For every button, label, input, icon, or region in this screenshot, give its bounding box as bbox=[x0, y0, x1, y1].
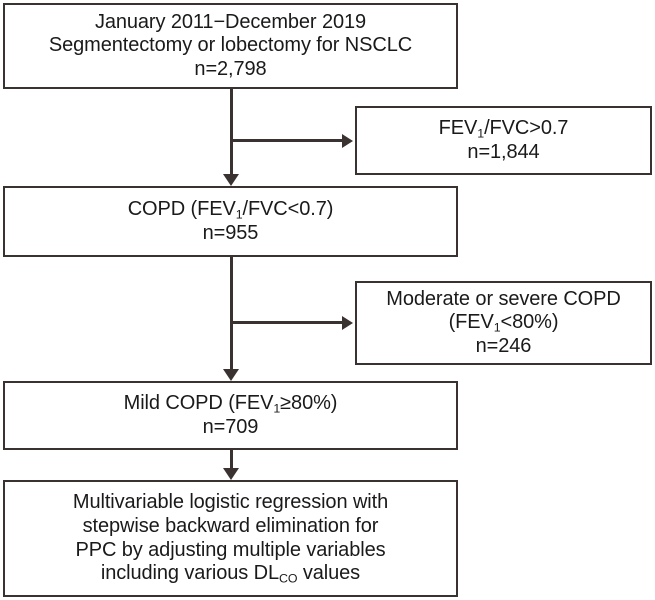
node-copd: COPD (FEV1/FVC<0.7) n=955 bbox=[3, 186, 458, 257]
analysis-line-4-label: including various DLCO values bbox=[100, 562, 361, 586]
moderate-severe-title-label: Moderate or severe COPD bbox=[386, 287, 621, 310]
analysis-line-2-label: stepwise backward elimination for bbox=[82, 514, 379, 537]
normal-ratio-criterion-label: FEV1/FVC>0.7 bbox=[438, 116, 569, 141]
subscript-co: CO bbox=[279, 571, 298, 586]
subscript-one: 1 bbox=[273, 401, 281, 416]
connector-copd-to-mild-copd bbox=[230, 257, 233, 370]
arrow-right-icon bbox=[342, 316, 353, 330]
mild-copd-criterion-label: Mild COPD (FEV1≥80%) bbox=[123, 391, 338, 416]
arrow-down-icon bbox=[223, 369, 239, 381]
node-moderate-or-severe-copd: Moderate or severe COPD (FEV1<80%) n=246 bbox=[355, 281, 652, 365]
normal-ratio-count-label: n=1,844 bbox=[467, 140, 540, 163]
moderate-severe-count-label: n=246 bbox=[475, 334, 532, 357]
node-enrollment: January 2011−December 2019 Segmentectomy… bbox=[3, 3, 458, 89]
node-normal-fev1-fvc-ratio: FEV1/FVC>0.7 n=1,844 bbox=[355, 106, 652, 175]
connector-enrollment-to-copd bbox=[230, 89, 233, 175]
connector-branch-normal-ratio bbox=[230, 139, 342, 142]
arrow-right-icon bbox=[342, 134, 353, 148]
node-mild-copd: Mild COPD (FEV1≥80%) n=709 bbox=[3, 381, 458, 450]
analysis-line-1-label: Multivariable logistic regression with bbox=[72, 491, 389, 514]
subscript-one: 1 bbox=[477, 126, 485, 141]
mild-copd-count-label: n=709 bbox=[202, 415, 259, 438]
copd-count-label: n=955 bbox=[202, 221, 259, 244]
arrow-down-icon bbox=[223, 174, 239, 186]
copd-criterion-label: COPD (FEV1/FVC<0.7) bbox=[127, 197, 334, 222]
arrow-down-icon bbox=[223, 468, 239, 480]
subscript-one: 1 bbox=[493, 320, 501, 335]
enrollment-procedure-label: Segmentectomy or lobectomy for NSCLC bbox=[48, 34, 413, 57]
enrollment-period-label: January 2011−December 2019 bbox=[94, 10, 367, 33]
enrollment-count-label: n=2,798 bbox=[194, 57, 267, 80]
subscript-one: 1 bbox=[235, 207, 243, 222]
connector-branch-moderate-severe bbox=[230, 321, 342, 324]
analysis-line-3-label: PPC by adjusting multiple variables bbox=[75, 538, 386, 561]
moderate-severe-criterion-label: (FEV1<80%) bbox=[448, 311, 559, 335]
connector-mild-copd-to-analysis bbox=[230, 450, 233, 469]
node-statistical-analysis: Multivariable logistic regression with s… bbox=[3, 480, 458, 597]
